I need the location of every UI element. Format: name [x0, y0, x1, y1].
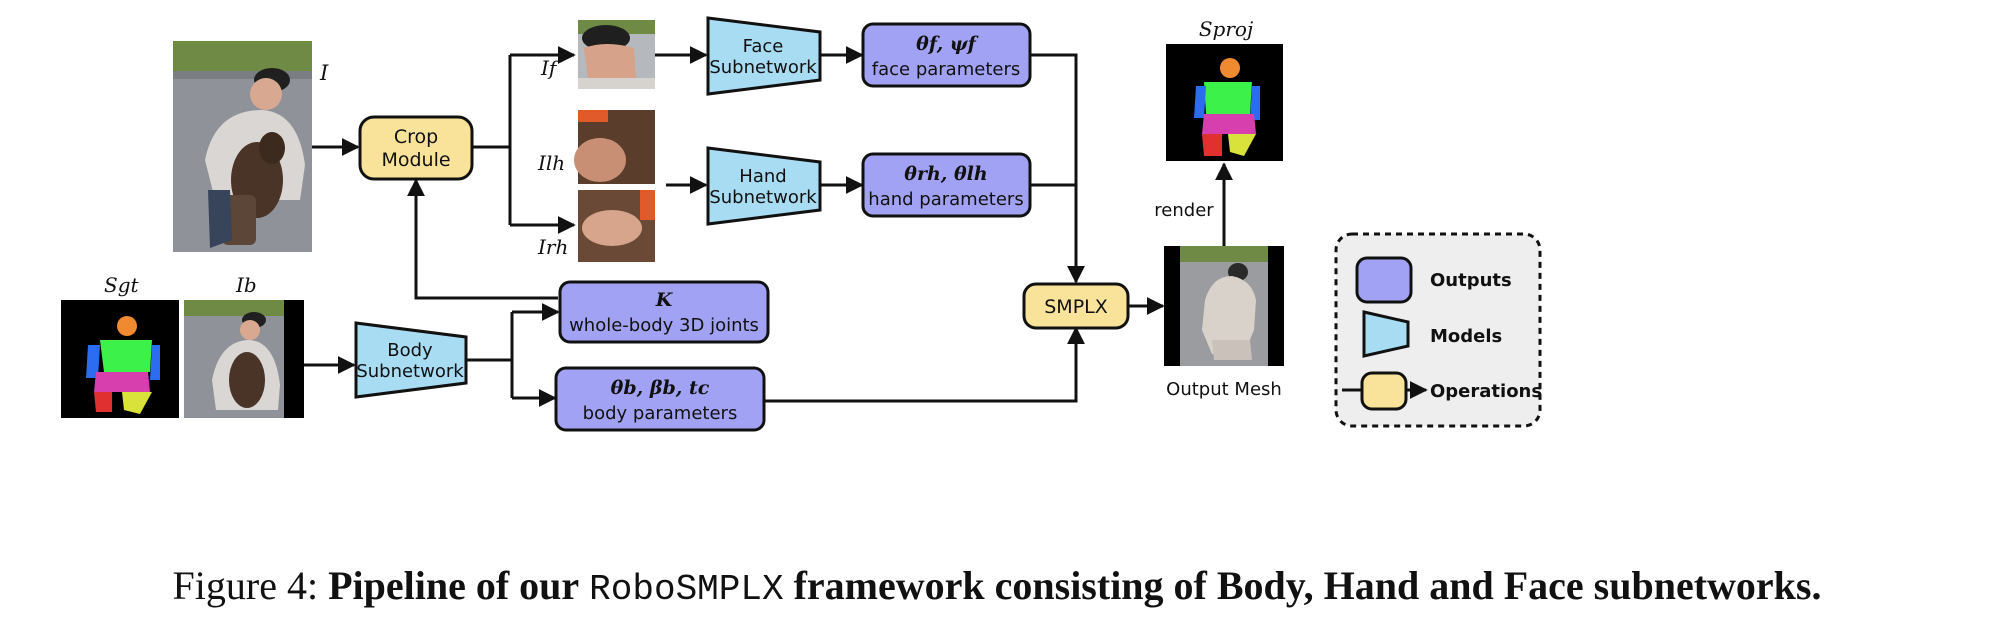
projection-image: [1166, 44, 1283, 161]
label-body-input: Ib: [235, 273, 257, 297]
pipeline-diagram: I Crop Module If Ilh Irh Face Subnetwork…: [61, 16, 1542, 432]
body-input-image: [184, 300, 304, 418]
face-subnetwork-line-2: Subnetwork: [709, 57, 817, 78]
hand-subnetwork-line-2: Subnetwork: [709, 187, 817, 208]
left-hand-crop-image: [574, 110, 655, 184]
edge-face-params-to-smplx: [1030, 53, 1085, 284]
label-face-crop: If: [540, 56, 560, 80]
joints-symbol: K: [655, 289, 674, 311]
joints-box: K whole-body 3D joints: [558, 280, 770, 344]
smplx-node: SMPLX: [1022, 282, 1130, 330]
legend-label-outputs: Outputs: [1430, 270, 1512, 291]
legend-label-models: Models: [1430, 326, 1502, 347]
legend-swatch-outputs: [1355, 256, 1413, 304]
label-projection: Sproj: [1199, 17, 1253, 41]
crop-module: Crop Module: [358, 115, 474, 181]
face-subnetwork-line-1: Face: [743, 36, 784, 57]
caption-bold-1: Pipeline of our: [328, 563, 580, 608]
face-crop-image: [578, 20, 655, 89]
hand-parameters-symbols: θrh, θlh: [904, 163, 987, 185]
edge-body-params-to-smplx: [764, 326, 1085, 403]
face-subnetwork: Face Subnetwork: [706, 16, 822, 96]
hand-parameters-box: θrh, θlh hand parameters: [861, 152, 1032, 218]
crop-module-line-1: Crop: [394, 126, 438, 148]
edge-joints-to-crop: [407, 178, 558, 300]
face-parameters-label: face parameters: [872, 59, 1020, 80]
hand-subnetwork: Hand Subnetwork: [706, 146, 822, 226]
body-parameters-symbols: θb, βb, tc: [611, 377, 710, 399]
gt-segmentation-image: [61, 300, 179, 418]
legend: Outputs Models Operations: [1334, 232, 1542, 428]
caption-framework-name: RoboSMPLX: [589, 569, 784, 610]
face-parameters-box: θf, ψf face parameters: [861, 22, 1032, 88]
output-mesh-image: [1164, 246, 1284, 366]
figure-caption: Figure 4: Pipeline of our RoboSMPLX fram…: [0, 562, 1994, 610]
input-image: [173, 41, 312, 252]
body-subnetwork-line-1: Body: [387, 340, 433, 361]
label-gt-segmentation: Sgt: [104, 273, 140, 297]
caption-prefix: Figure 4:: [172, 563, 319, 608]
legend-swatch-operations: [1360, 371, 1408, 411]
label-left-hand-crop: Ilh: [537, 151, 565, 175]
body-subnetwork-line-2: Subnetwork: [356, 361, 464, 382]
body-parameters-box: θb, βb, tc body parameters: [554, 366, 766, 432]
face-parameters-symbols: θf, ψf: [916, 33, 979, 55]
right-hand-crop-image: [578, 190, 655, 262]
legend-label-operations: Operations: [1430, 381, 1542, 402]
joints-label: whole-body 3D joints: [569, 315, 759, 336]
body-parameters-label: body parameters: [583, 403, 738, 424]
smplx-label: SMPLX: [1044, 296, 1108, 318]
body-subnetwork: Body Subnetwork: [354, 321, 468, 399]
hand-subnetwork-line-1: Hand: [739, 166, 786, 187]
crop-module-line-2: Module: [381, 149, 450, 171]
label-render: render: [1154, 200, 1214, 221]
label-output-mesh: Output Mesh: [1166, 379, 1282, 400]
label-right-hand-crop: Irh: [537, 235, 568, 259]
edges: [304, 46, 1233, 407]
hand-parameters-label: hand parameters: [868, 189, 1023, 210]
label-input-image: I: [319, 61, 329, 85]
caption-bold-2: framework consisting of Body, Hand and F…: [793, 563, 1822, 608]
legend-swatch-models: [1362, 310, 1410, 358]
